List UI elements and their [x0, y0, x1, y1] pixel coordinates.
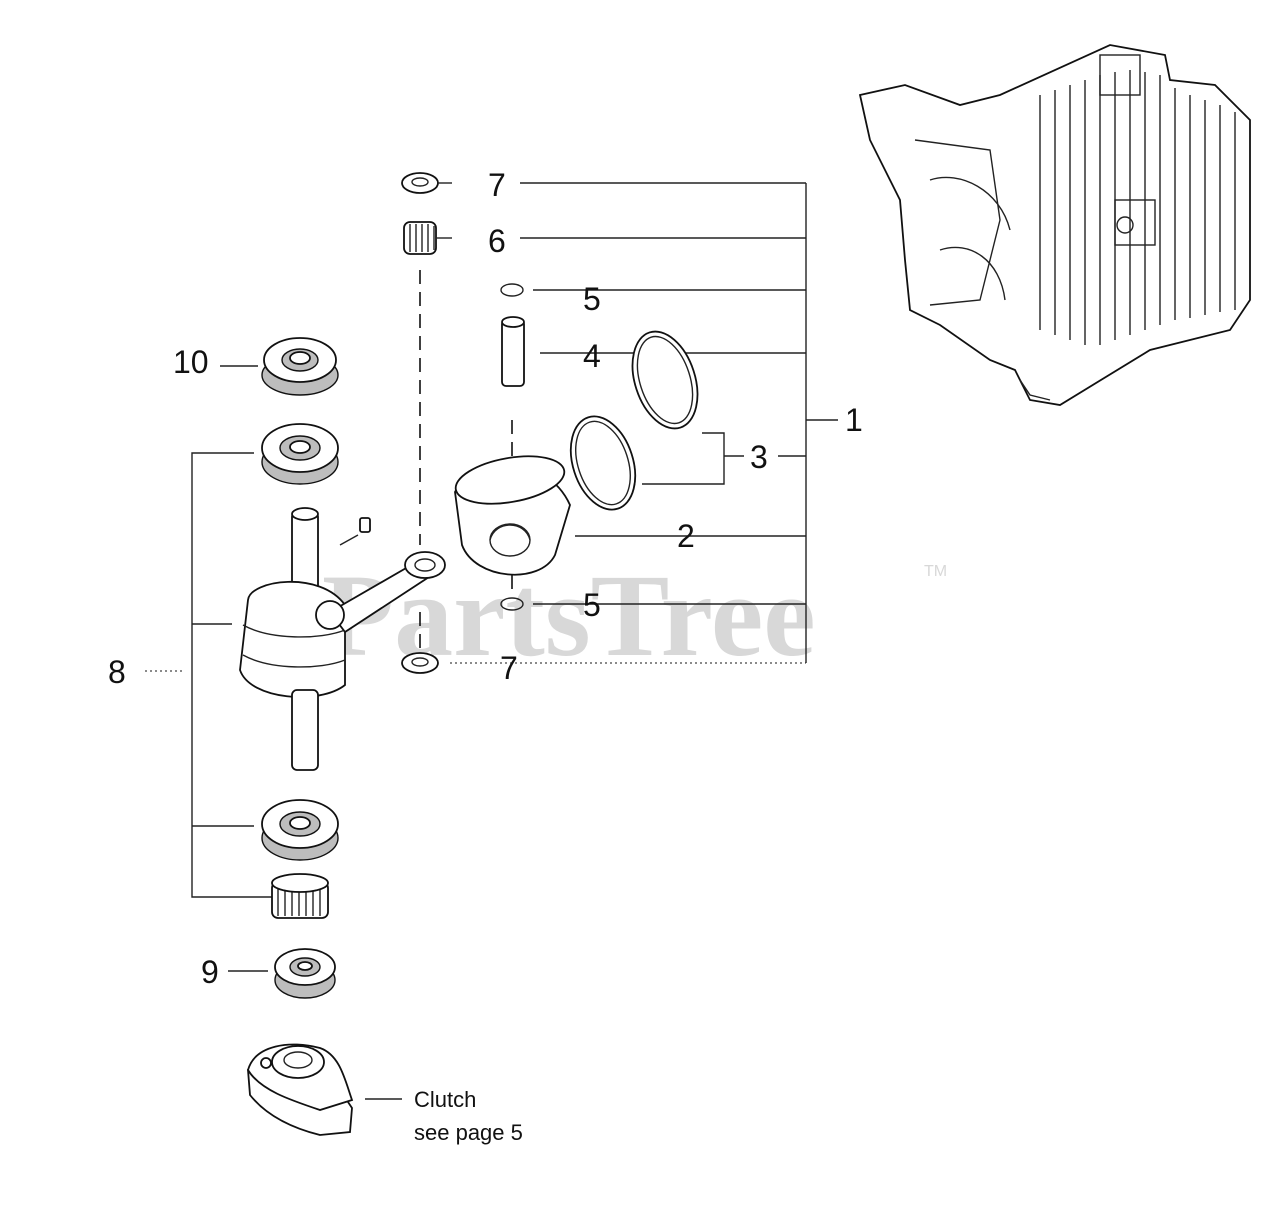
piston-rings-icon	[569, 330, 699, 511]
callout-10: 10	[173, 344, 209, 380]
crankshaft-icon	[239, 507, 446, 771]
bearing-top-icon	[261, 423, 339, 485]
gear-icon	[271, 873, 329, 919]
callout-2: 2	[677, 518, 695, 554]
callout-8: 8	[108, 654, 126, 690]
clutch-note-line2: see page 5	[414, 1120, 523, 1145]
washer-bottom-icon	[401, 652, 439, 674]
watermark: PartsTree	[322, 550, 816, 681]
cylinder-block-illustration	[858, 44, 1251, 406]
callout-9: 9	[201, 954, 219, 990]
woodruff-key-icon	[359, 517, 371, 533]
callout-4: 4	[583, 338, 601, 374]
clutch-note-line1: Clutch	[414, 1087, 476, 1112]
watermark-tm: TM	[924, 563, 947, 580]
callout-1: 1	[845, 402, 863, 438]
callout-3: 3	[750, 439, 768, 475]
callout-5-top: 5	[583, 281, 601, 317]
bracket-crankshaft-8	[145, 452, 280, 898]
callout-7-bottom: 7	[500, 650, 518, 686]
oil-seal-bottom-icon	[228, 948, 336, 999]
bearing-bottom-icon	[261, 799, 339, 861]
piston-pin-clip-top-icon	[500, 283, 524, 297]
needle-bearing-icon	[403, 221, 452, 255]
callout-5-bottom: 5	[583, 587, 601, 623]
callout-7-top: 7	[488, 167, 506, 203]
clutch-icon	[247, 1043, 402, 1136]
piston-pin-icon	[501, 316, 525, 387]
washer-top-icon	[401, 172, 452, 194]
piston-pin-clip-bottom-icon	[500, 597, 524, 611]
bracket-rings-3	[642, 432, 744, 485]
piston-icon	[454, 455, 571, 576]
callout-6: 6	[488, 223, 506, 259]
oil-seal-top-icon	[220, 337, 339, 396]
